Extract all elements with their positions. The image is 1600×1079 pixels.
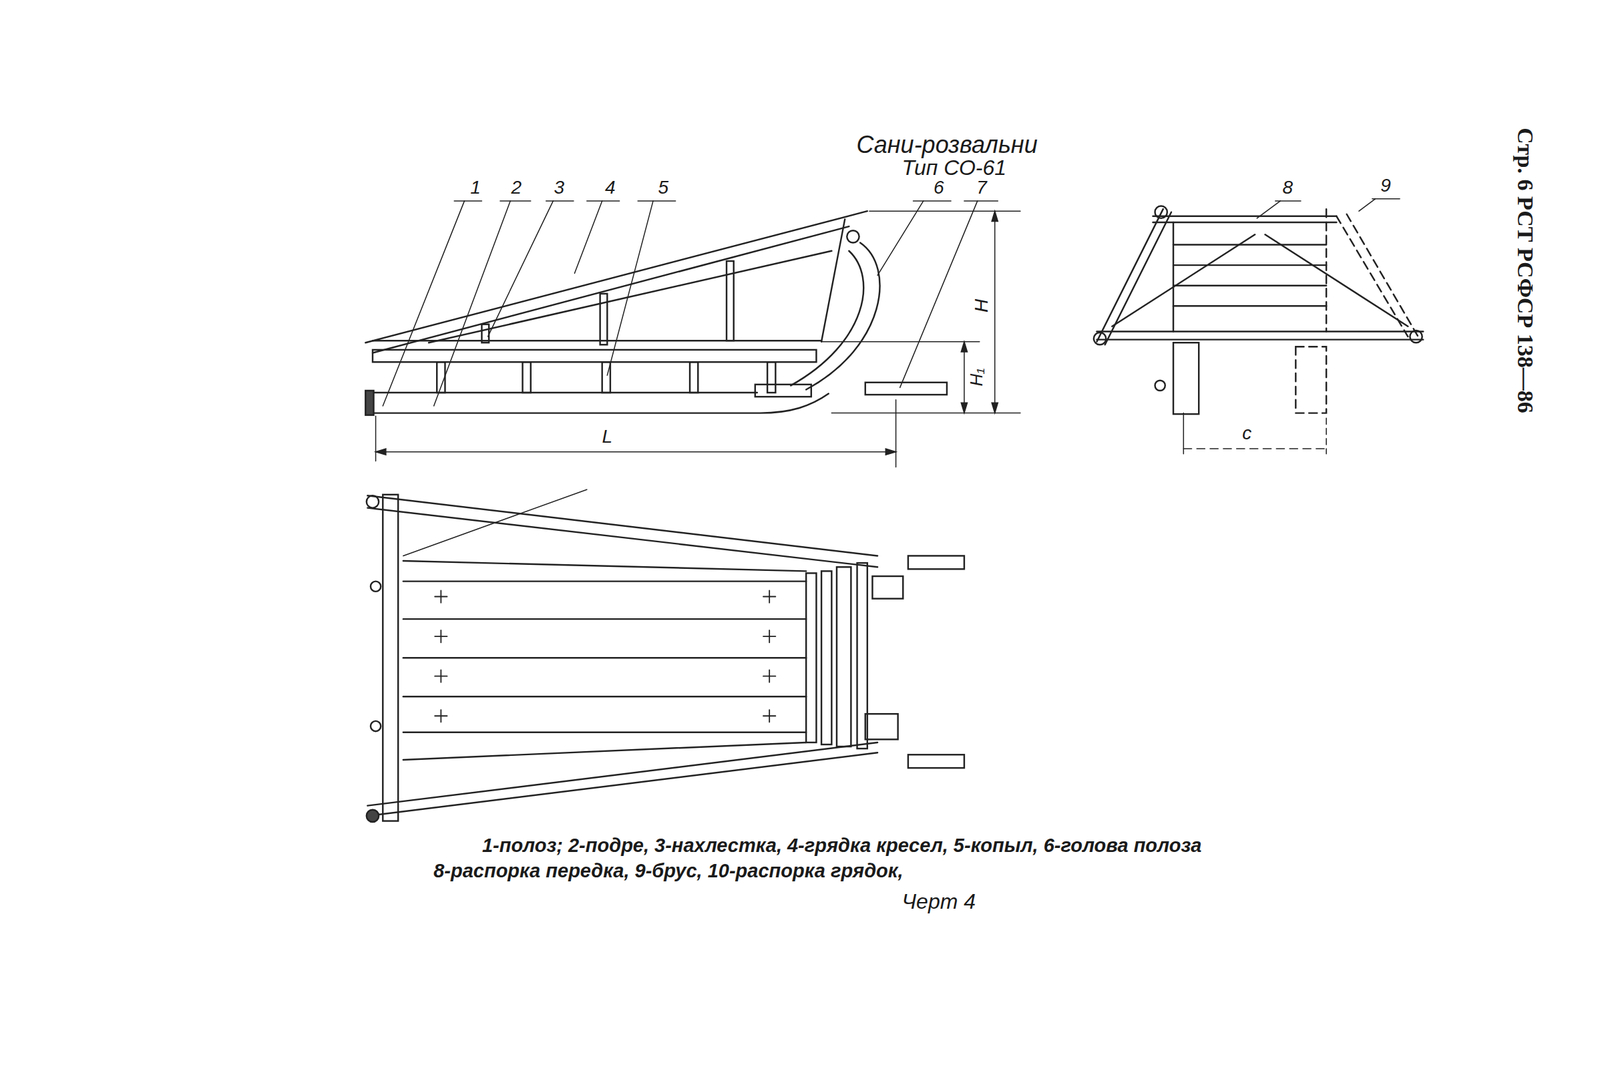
callout-number: 4: [605, 177, 616, 199]
callout-number: 6: [933, 177, 945, 199]
parts-list: 8-распорка передка, 9-брус, 10-распорка …: [433, 860, 903, 883]
type-label: Тип СО-61: [901, 156, 1007, 181]
drawing-caption: Черт 4: [902, 890, 976, 914]
callout-number: 1: [470, 177, 481, 199]
drawing-title: Сани-розвальни: [856, 131, 1038, 159]
callout-number: 7: [976, 177, 987, 199]
page-header: Стр. 6 РСТ РСФСР 138—86: [1513, 127, 1538, 413]
dimension-label: с: [1242, 423, 1252, 445]
callout-number: 2: [510, 177, 522, 199]
dimension-label: L: [601, 426, 613, 448]
parts-list: 1-полоз; 2-подре, 3-нахлестка, 4-грядка …: [482, 835, 1203, 857]
dimension-label: H: [971, 299, 993, 313]
callout-number: 8: [1282, 177, 1294, 199]
callout-number: 5: [657, 177, 669, 199]
callout-number: 3: [554, 177, 565, 199]
callout-number: 9: [1380, 175, 1391, 197]
dimension-label: H₁: [966, 368, 987, 387]
